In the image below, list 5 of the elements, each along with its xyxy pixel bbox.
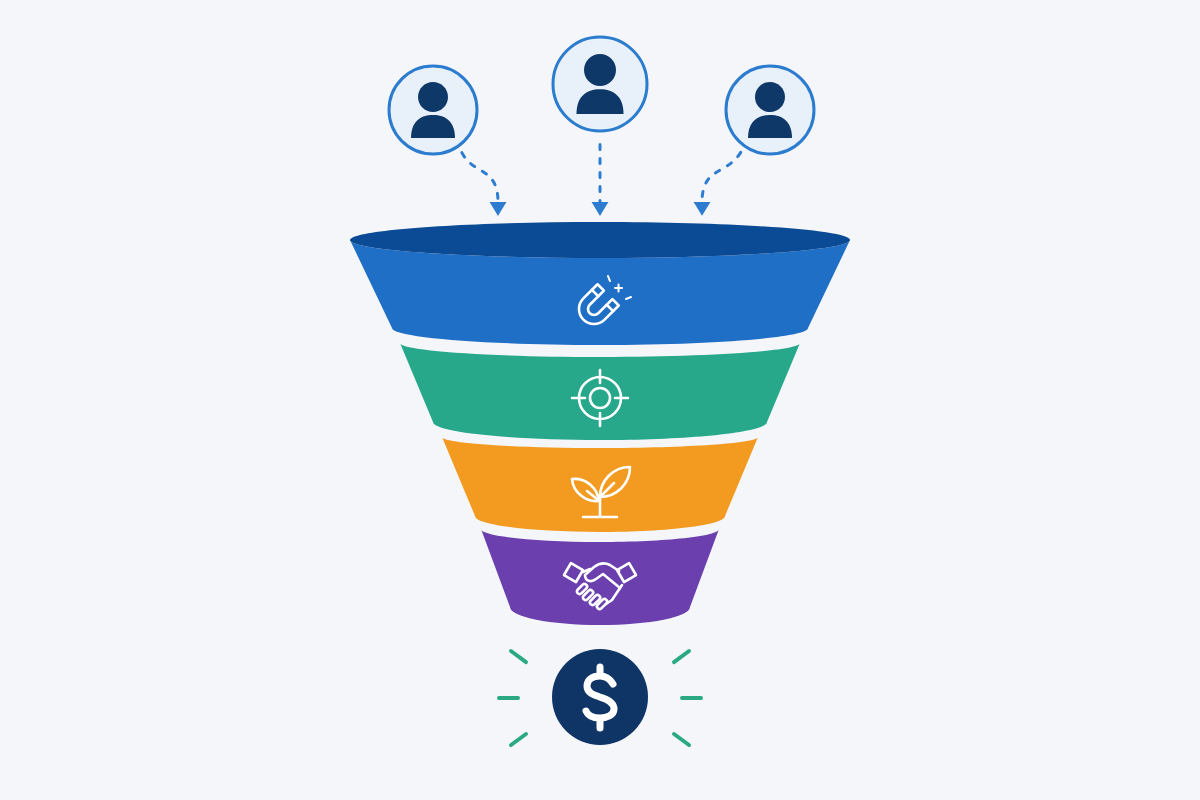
coin-circle xyxy=(552,649,648,745)
funnel-band xyxy=(350,222,850,345)
funnel-band xyxy=(400,343,800,440)
funnel-band xyxy=(442,437,758,532)
funnel-band xyxy=(481,529,719,625)
